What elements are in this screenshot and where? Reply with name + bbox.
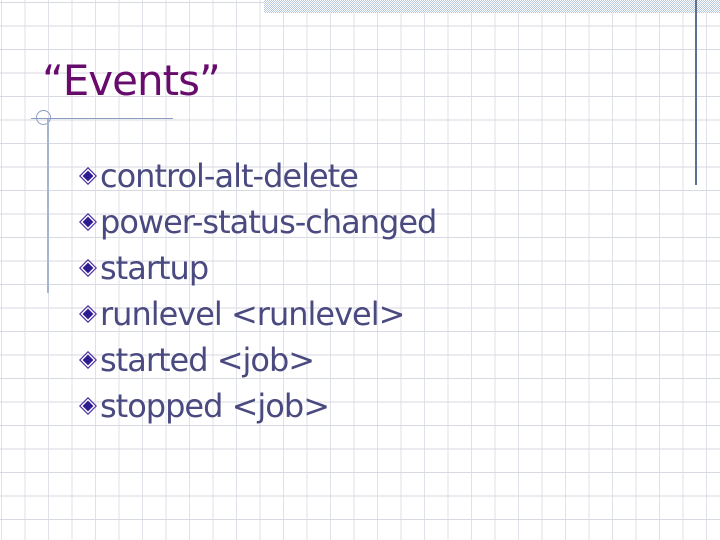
list-item: startup (79, 245, 436, 291)
list-item: power-status-changed (79, 199, 437, 245)
bullet-list: control-alt-delete power-status-changed … (79, 153, 437, 429)
diamond-bullet-icon (79, 351, 97, 369)
diamond-bullet-icon (79, 397, 97, 415)
bullet-text: stopped <job> (100, 387, 330, 425)
title-underline (31, 118, 173, 119)
list-item: started <job> (79, 337, 436, 383)
bullet-text: started <job> (100, 341, 315, 379)
list-item: stopped <job> (79, 383, 436, 429)
diamond-bullet-icon (79, 213, 97, 231)
bullet-text: power-status-changed (100, 203, 437, 241)
right-accent-line (695, 0, 697, 185)
diamond-bullet-icon (79, 305, 97, 323)
top-accent-bar (264, 0, 720, 13)
list-item: control-alt-delete (79, 153, 436, 199)
bullet-text: startup (100, 249, 209, 287)
bullet-text: runlevel <runlevel> (100, 295, 405, 333)
title-ornament-circle-icon (36, 110, 51, 125)
slide-title: “Events” (42, 56, 221, 105)
left-accent-line (47, 119, 49, 293)
bullet-text: control-alt-delete (100, 157, 359, 195)
diamond-bullet-icon (79, 167, 97, 185)
diamond-bullet-icon (79, 259, 97, 277)
list-item: runlevel <runlevel> (79, 291, 436, 337)
